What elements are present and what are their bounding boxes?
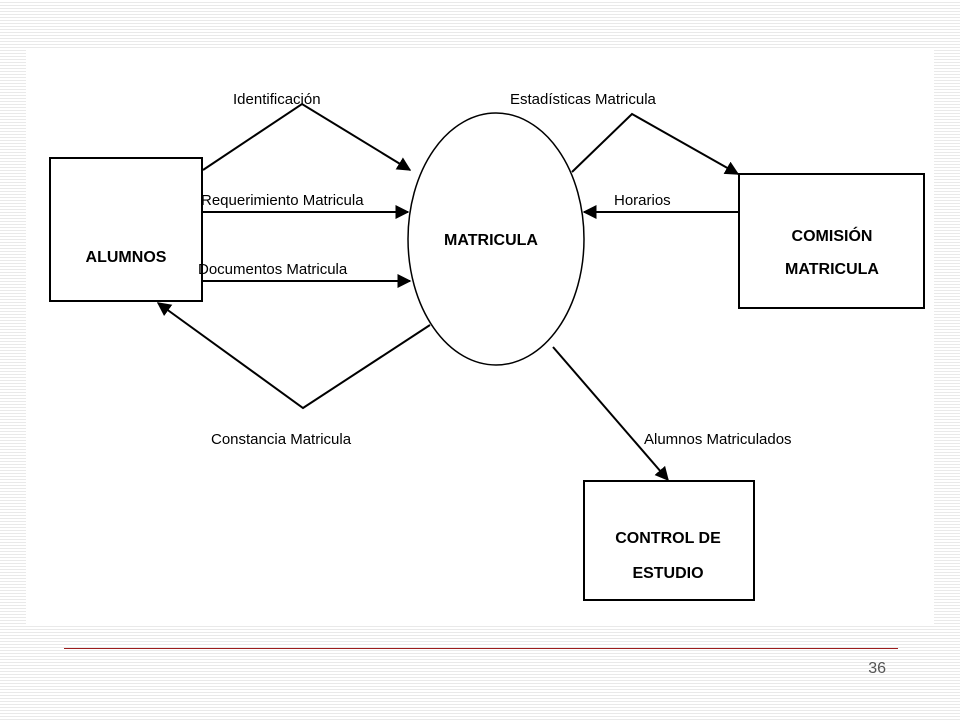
requerimiento-flow-label: Requerimiento Matricula xyxy=(201,192,364,209)
comision-matricula-entity xyxy=(738,173,925,309)
constancia-flow-label: Constancia Matricula xyxy=(211,431,352,448)
identificacion-flow-label: Identificación xyxy=(233,91,321,108)
alumnos-label: ALUMNOS xyxy=(86,249,167,266)
comision-label-line1: COMISIÓN xyxy=(792,226,873,245)
footer-rule xyxy=(64,648,898,649)
alumnos-matriculados-flow-arrow xyxy=(552,346,669,482)
comision-label-line2: MATRICULA xyxy=(785,261,879,278)
horarios-flow-label: Horarios xyxy=(614,192,671,209)
identificacion-flow-arrow xyxy=(202,102,412,171)
constancia-flow-arrow xyxy=(156,302,431,410)
control-label-line1: CONTROL DE xyxy=(615,530,721,547)
control-label-line2: ESTUDIO xyxy=(632,565,703,582)
matricula-label: MATRICULA xyxy=(444,232,538,249)
estadisticas-flow-arrow xyxy=(571,112,740,175)
page-number: 36 xyxy=(868,660,886,677)
matricula-process xyxy=(407,112,585,366)
estadisticas-flow-label: Estadísticas Matricula xyxy=(510,91,657,108)
control-estudio-entity xyxy=(583,480,755,601)
alumnos-entity xyxy=(49,157,203,302)
documentos-flow-label: Documentos Matricula xyxy=(198,261,348,278)
alumnos-matriculados-flow-label: Alumnos Matriculados xyxy=(644,431,792,448)
